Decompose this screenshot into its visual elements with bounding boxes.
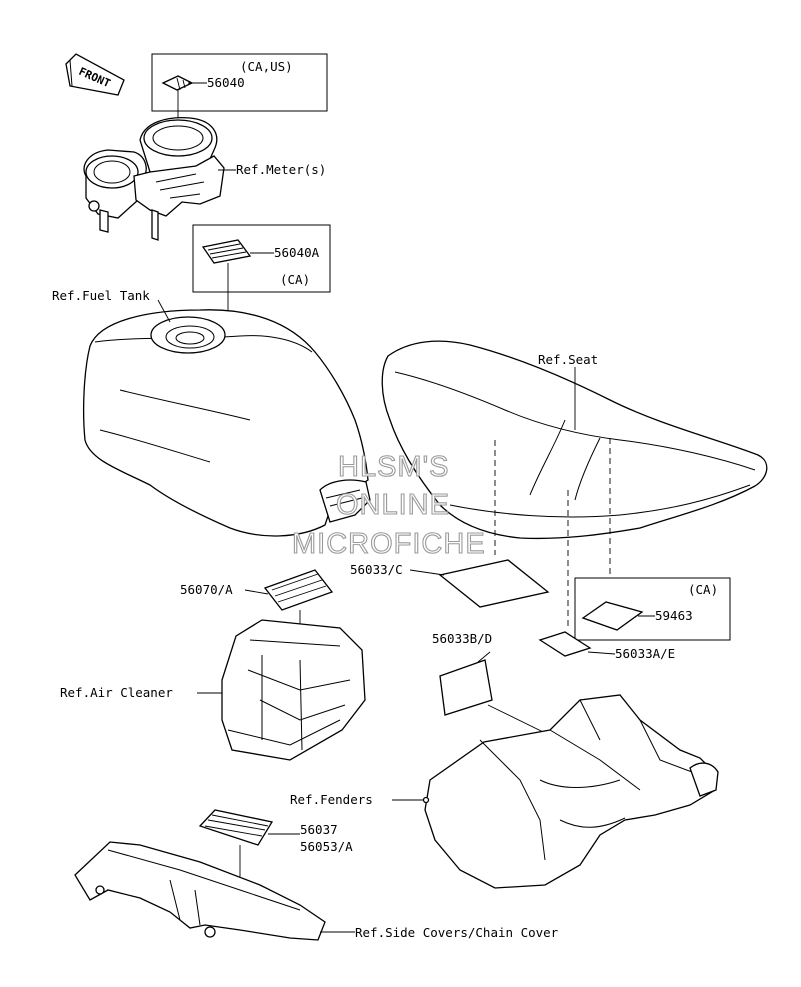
label-56037: 56037 56053/A	[198, 809, 353, 895]
part-56040A: 56040A	[274, 245, 320, 260]
callout-box-ca-us: (CA,US) 56040	[151, 53, 328, 128]
ref-side-covers: Ref.Side Covers/Chain Cover	[355, 925, 559, 940]
callout-box-ca-1: 56040A (CA)	[192, 224, 331, 358]
ref-meter: Ref.Meter(s)	[236, 162, 326, 177]
part-56033ae: 56033A/E	[615, 646, 675, 661]
label-56070a: 56070/A	[180, 569, 334, 660]
part-56033bd: 56033B/D	[432, 631, 492, 646]
box-ca-1-label: (CA)	[280, 272, 310, 287]
part-56040: 56040	[207, 75, 245, 90]
ref-air-cleaner: Ref.Air Cleaner	[60, 685, 173, 700]
seat: Ref.Seat	[381, 340, 768, 540]
chain-cover: Ref.Side Covers/Chain Cover	[74, 841, 559, 941]
meter-assembly: Ref.Meter(s)	[83, 116, 326, 241]
label-56033c: 56033/C	[350, 440, 550, 608]
callout-box-ca-2: (CA) 59463 56033A/E	[538, 438, 731, 661]
air-cleaner: Ref.Air Cleaner	[60, 619, 366, 761]
part-56037: 56037	[300, 822, 338, 837]
ref-fuel-tank: Ref.Fuel Tank	[52, 288, 150, 303]
part-59463: 59463	[655, 608, 693, 623]
label-56033bd: 56033B/D	[432, 631, 591, 756]
front-arrow: FRONT	[65, 53, 125, 96]
watermark-line-2: ONLINE	[336, 489, 450, 521]
watermark: HLSM'S ONLINE MICROFICHE	[291, 450, 486, 560]
ref-seat: Ref.Seat	[538, 352, 598, 367]
watermark-line-1: HLSM'S	[338, 451, 449, 483]
part-56070a: 56070/A	[180, 582, 233, 597]
box-ca-2-label: (CA)	[688, 582, 718, 597]
fenders: Ref.Fenders	[290, 694, 719, 889]
fuel-tank: Ref.Fuel Tank	[52, 288, 371, 537]
box-ca-us-label: (CA,US)	[240, 59, 293, 74]
part-56033c: 56033/C	[350, 562, 403, 577]
part-56053a: 56053/A	[300, 839, 353, 854]
ref-fenders: Ref.Fenders	[290, 792, 373, 807]
watermark-line-3: MICROFICHE	[292, 528, 486, 560]
